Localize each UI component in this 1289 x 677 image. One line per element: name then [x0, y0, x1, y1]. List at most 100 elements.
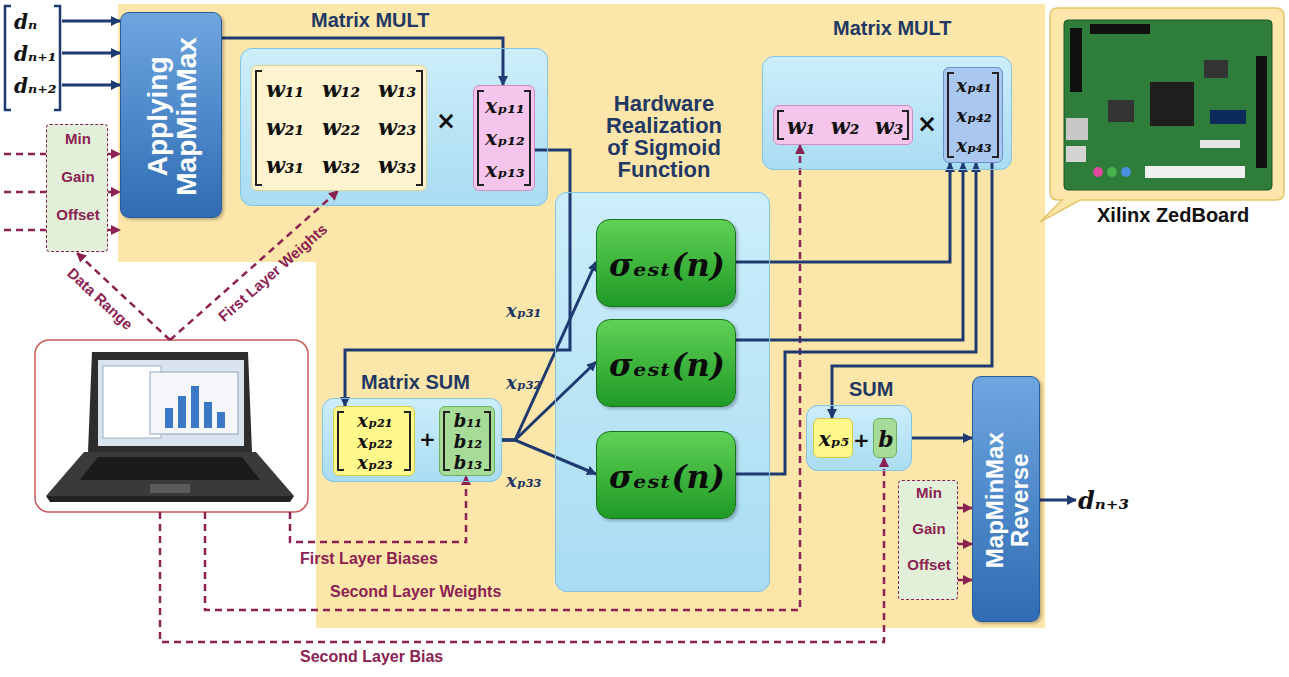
vector-entry: xₚ₂₂	[334, 431, 416, 452]
input-vector: xₚ₁₁ xₚ₁₂ xₚ₁₃	[473, 85, 535, 191]
weight-vector: w₁ w₂ w₃	[773, 105, 913, 145]
panel-fill	[762, 56, 1012, 170]
vector-entry: xₚ₄₂	[944, 105, 1004, 126]
matrix-entry: w₃	[874, 113, 904, 139]
connector	[108, 191, 120, 194]
connector	[912, 437, 972, 440]
block-title: Applying MapMinMax	[143, 21, 202, 211]
parameter-name: Offset	[899, 556, 959, 573]
matrix-entry: w₁₃	[374, 76, 420, 102]
vector-entry: xₚ₁₁	[474, 94, 536, 118]
matrix-entry: w₁₁	[262, 76, 308, 102]
sigmoid-block: σₑₛₜ(n)	[596, 319, 736, 407]
function-label: σₑₛₜ(n)	[597, 246, 737, 284]
board-connector	[1066, 118, 1088, 140]
vector-entry: b₁₁	[440, 410, 496, 431]
operator: +	[853, 428, 870, 452]
connector	[502, 262, 596, 440]
sigmoid-block: σₑₛₜ(n)	[596, 219, 736, 307]
line-label: Second Layer Weights	[330, 583, 501, 601]
screen-window	[150, 372, 238, 434]
board-switches	[1145, 166, 1245, 178]
parameter-wire	[4, 229, 46, 232]
chart-bar	[178, 396, 186, 428]
operator: ×	[917, 110, 937, 138]
matrix-entry: w₂	[830, 113, 860, 139]
input-wire	[62, 20, 120, 23]
output-signal: dₙ₊₃	[1078, 486, 1129, 515]
vector-entry: xₚ₂₃	[334, 452, 416, 473]
board-connector	[1066, 146, 1086, 162]
block-title: MapMinMax Reverse	[982, 385, 1032, 615]
signal-name: xₚ₃₃	[506, 470, 541, 491]
operator: +	[419, 427, 436, 451]
board-callout	[1040, 8, 1284, 222]
output-wire	[1040, 499, 1076, 502]
vector-entry: b₁₃	[440, 452, 496, 473]
connector	[502, 440, 596, 474]
signal-name: xₚ₃₁	[506, 300, 541, 321]
input-wire	[62, 52, 120, 55]
laptop-frame	[35, 340, 308, 512]
board-display	[1210, 110, 1246, 124]
connector	[108, 153, 120, 156]
product-vector: xₚ₂₁xₚ₂₂xₚ₂₃	[333, 406, 415, 476]
connector	[958, 543, 972, 546]
signal-name: dₙ	[14, 10, 37, 34]
fpga-region	[118, 4, 1045, 628]
signal-name: xₚ₃₂	[506, 372, 541, 393]
bracket	[5, 6, 11, 110]
board-header	[1070, 28, 1082, 92]
bias-vector: b₁₁b₁₂b₁₃	[439, 406, 495, 476]
output-sum: xₚ₅	[813, 418, 853, 458]
matrix-entry: w₁	[786, 113, 816, 139]
matrix-entry: w₂₃	[374, 114, 420, 140]
board-header	[1256, 56, 1267, 168]
operation-panel: Matrix MULT×w₁w₂w₃xₚ₄₁xₚ₄₂xₚ₄₃	[762, 56, 1012, 170]
chart-bar	[165, 408, 173, 428]
function-panel: Hardware Realization of Sigmoid Function…	[555, 192, 770, 592]
matrix-entry: w₃₁	[262, 152, 308, 178]
panel-heading: Hardware Realization of Sigmoid Function	[600, 93, 728, 181]
parameter-name: Gain	[899, 520, 959, 537]
matrix-entry: w₂₂	[318, 114, 364, 140]
sigmoid-block: σₑₛₜ(n)	[596, 431, 736, 519]
parameter-name: Min	[899, 484, 959, 501]
wires	[4, 21, 1076, 642]
board-chip	[1108, 100, 1134, 122]
board-buttons	[1200, 140, 1240, 148]
matrix-entry: w₃₃	[374, 152, 420, 178]
panel-fill	[806, 405, 912, 471]
function-label: σₑₛₜ(n)	[597, 458, 737, 496]
parameter-wire	[4, 191, 46, 194]
line-label: Second Layer Bias	[300, 648, 443, 666]
signal-name: dₙ₊₁	[14, 42, 56, 66]
vector-entry: xₚ₁₃	[474, 158, 536, 182]
audio-jack	[1093, 167, 1103, 177]
signal-name: dₙ₊₂	[14, 74, 56, 98]
matrix-entry: w₁₂	[318, 76, 364, 102]
connector	[958, 579, 972, 582]
operation-panel: SUM+xₚ₅b	[806, 405, 912, 471]
panel-heading: Matrix MULT	[311, 9, 430, 32]
laptop-touchpad	[150, 484, 190, 493]
panel-heading: Matrix MULT	[833, 17, 952, 40]
connector	[736, 163, 976, 474]
line-label: Data Range	[64, 264, 136, 333]
matrix-entry: w₂₁	[262, 114, 308, 140]
audio-jack	[1107, 167, 1117, 177]
laptop-edge	[46, 496, 294, 502]
chart-bar	[204, 402, 212, 428]
chart-bar	[191, 386, 199, 428]
operation-panel: Matrix SUM+xₚ₂₁xₚ₂₂xₚ₂₃b₁₁b₁₂b₁₃	[322, 398, 502, 482]
process-box: MapMinMax Reverse	[972, 376, 1040, 622]
vector-entry: xₚ₁₂	[474, 126, 536, 150]
parameter-name: Gain	[47, 168, 109, 185]
parameter-panel: MinGainOffset	[46, 124, 108, 252]
connector	[736, 163, 950, 262]
vector-entry: xₚ₄₁	[944, 75, 1004, 96]
board-header	[1090, 24, 1150, 34]
vector-entry: xₚ₂₁	[334, 410, 416, 431]
panel-fill	[555, 192, 770, 592]
